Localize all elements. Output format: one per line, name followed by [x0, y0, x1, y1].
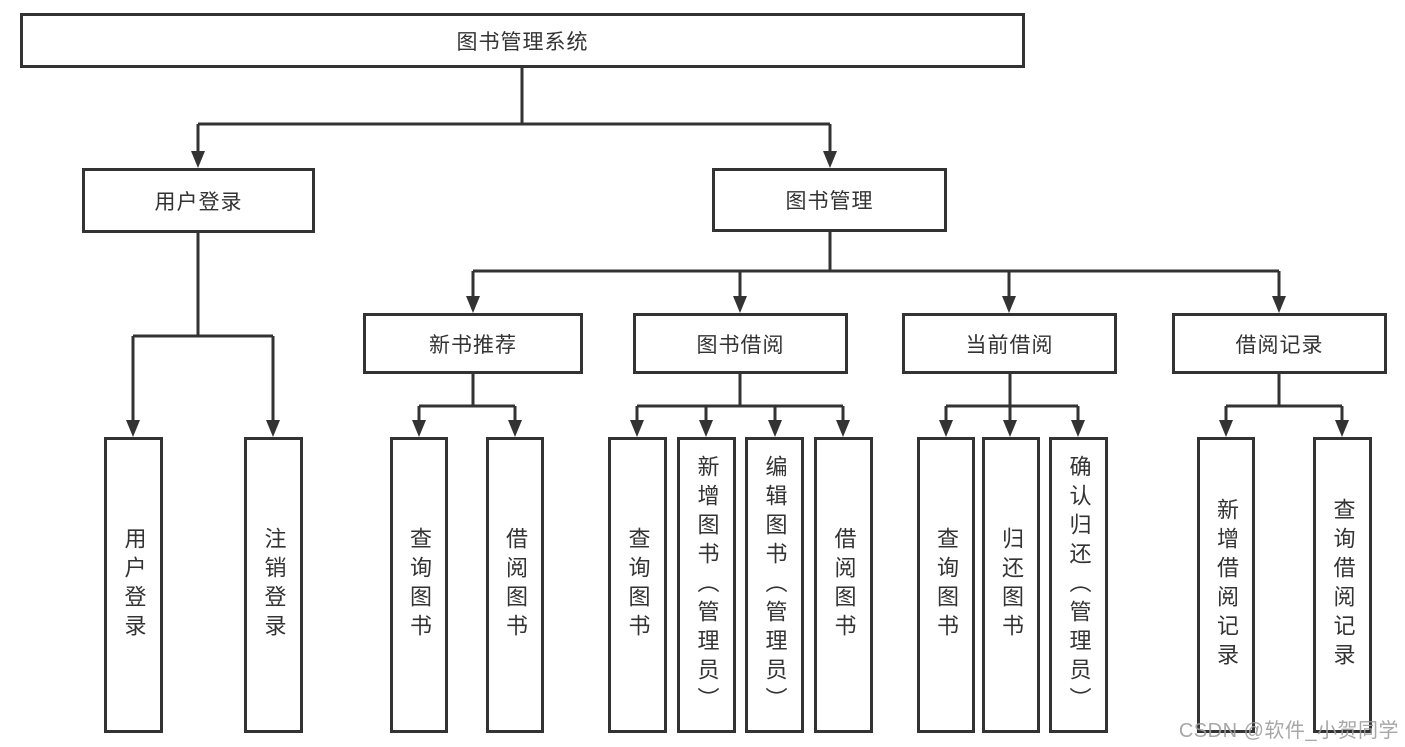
- arrowhead: [412, 420, 426, 437]
- connector-user-login-to-leaves: [131, 233, 275, 423]
- leaf-return-book: 归还图书: [982, 437, 1040, 733]
- leaf-query-books-current: 查询图书: [917, 437, 975, 733]
- arrowhead: [1003, 420, 1017, 437]
- leaf-add-book-admin: 新增图书（管理员）: [677, 437, 736, 733]
- leaf-query-books-newbook: 查询图书: [390, 437, 448, 733]
- arrowhead: [630, 420, 644, 437]
- arrowhead: [939, 420, 953, 437]
- node-root: 图书管理系统: [20, 13, 1025, 68]
- node-borrow-records: 借阅记录: [1172, 313, 1387, 374]
- arrowhead: [1219, 420, 1233, 437]
- arrowhead: [191, 151, 205, 168]
- leaf-query-borrow-record: 查询借阅记录: [1313, 437, 1372, 733]
- arrowhead: [733, 296, 747, 313]
- node-current-borrow: 当前借阅: [902, 313, 1117, 374]
- arrowhead: [1335, 420, 1349, 437]
- leaf-confirm-return-admin: 确认归还（管理员）: [1049, 437, 1108, 733]
- arrowhead: [1071, 420, 1085, 437]
- connector-book-management-to-level3: [471, 232, 1281, 299]
- arrowhead: [508, 420, 522, 437]
- watermark: CSDN @软件_小贺同学: [1178, 720, 1399, 742]
- arrowhead: [466, 296, 480, 313]
- leaf-borrow-books-newbook: 借阅图书: [486, 437, 544, 733]
- arrowhead: [836, 420, 850, 437]
- arrowhead: [266, 420, 280, 437]
- connector-current-borrow-to-leaves: [944, 374, 1080, 423]
- leaf-query-books-borrow: 查询图书: [608, 437, 667, 733]
- arrowhead: [1002, 296, 1016, 313]
- arrowhead: [699, 420, 713, 437]
- leaf-borrow-books-borrow: 借阅图书: [814, 437, 873, 733]
- leaf-add-borrow-record: 新增借阅记录: [1197, 437, 1255, 733]
- arrowhead: [823, 151, 837, 168]
- leaf-edit-book-admin: 编辑图书（管理员）: [745, 437, 804, 733]
- leaf-logout: 注销登录: [244, 437, 303, 733]
- node-user-login: 用户登录: [82, 168, 315, 233]
- connector-book-borrow-to-leaves: [635, 374, 845, 423]
- leaf-user-login: 用户登录: [104, 437, 163, 733]
- connector-borrow-records-to-leaves: [1224, 374, 1344, 423]
- arrowhead: [126, 420, 140, 437]
- arrowhead: [768, 420, 782, 437]
- connector-new-book-to-leaves: [417, 373, 517, 423]
- arrowhead: [1272, 296, 1286, 313]
- connector-root-to-level2: [196, 68, 832, 154]
- node-new-book-recommend: 新书推荐: [363, 313, 583, 374]
- node-book-management: 图书管理: [712, 168, 947, 232]
- node-book-borrow: 图书借阅: [633, 313, 848, 374]
